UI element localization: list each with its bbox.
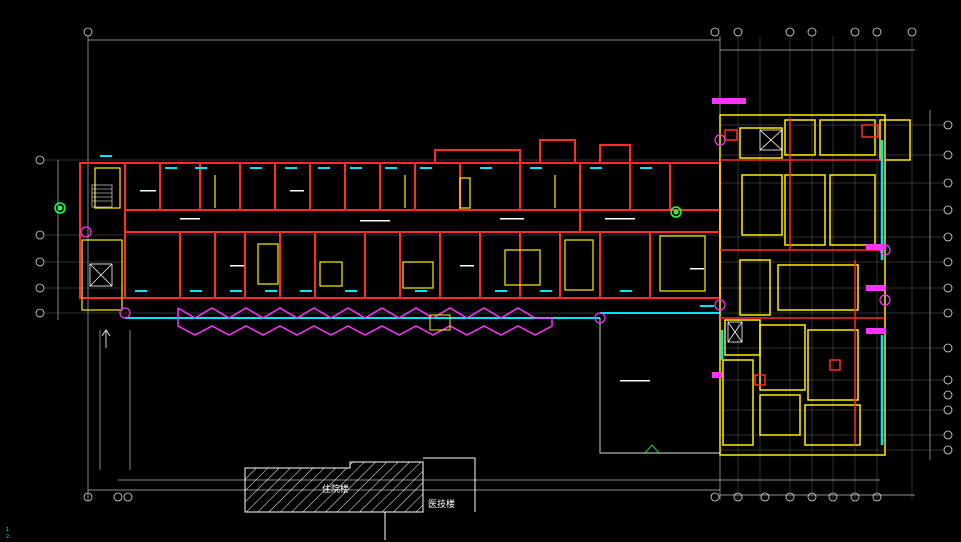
west-wing-walls: [79, 139, 721, 299]
courtyard-outline: [599, 318, 720, 454]
inpatient-block-label: 住院楼: [322, 483, 349, 495]
adjacent-inpatient-block: [244, 461, 424, 513]
inspection-markers: [80, 134, 891, 324]
drawing-note-2: 2.: [6, 534, 11, 540]
east-wing-red-walls: [720, 118, 885, 445]
grid-bubble-icon: [35, 27, 953, 502]
east-wing-cyan: [720, 140, 884, 445]
west-wing-partitions: [81, 167, 706, 311]
drawing-note-1: 1.: [6, 527, 11, 533]
corridor: [125, 307, 720, 336]
room-label-marks: [100, 155, 714, 307]
elevator-symbol-icon: [89, 129, 783, 343]
medtech-block-label: 医技楼: [428, 498, 455, 510]
adjacent-medtech-block: [384, 457, 476, 540]
annotation-tags: [712, 98, 886, 378]
sprinkler-symbol-icon: [54, 202, 682, 218]
room-name-marks: [140, 190, 704, 382]
north-arrow-icon: [101, 329, 111, 348]
east-wing-walls: [719, 114, 911, 456]
stair-symbol-icon: [91, 184, 113, 208]
